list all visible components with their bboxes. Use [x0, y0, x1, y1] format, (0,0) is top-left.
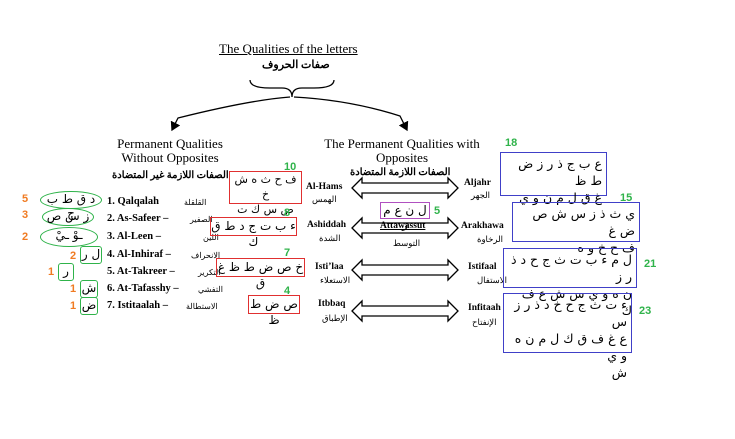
list-item-label: 2. As-Safeer –: [107, 213, 169, 224]
pair-left-letters: خ ص ض ط ظ غ ق: [216, 258, 305, 290]
right-heading: The Permanent Qualities with Opposites: [324, 136, 480, 165]
pair-left-letters: ص ض ط ظ: [248, 295, 300, 327]
pair-right-arabic: الرخاوة: [477, 234, 504, 244]
pair-left-letters: ف ح ث ه ش خ ص س ك ت: [229, 171, 302, 216]
pair-right-letters: ل م ء ب ت ث ج ح د ذ ر ز ن ه و ي س ش ع ف …: [503, 248, 637, 318]
pair-left-count: 10: [284, 161, 297, 173]
double-arrow-4: [351, 299, 459, 323]
list-item-count: 5: [22, 193, 29, 205]
list-item-arabic: الاستطالة: [186, 302, 218, 311]
arrow-left-branch: [170, 96, 291, 132]
list-item-arabic: التفشي: [198, 285, 223, 294]
list-item-count: 2: [22, 231, 29, 243]
pair-left-count: 8: [284, 207, 291, 219]
left-heading-arabic: الصفات اللازمة غير المتضادة: [112, 170, 229, 181]
list-item-letters: ش: [80, 280, 98, 298]
pair-left-arabic: الهمس: [312, 194, 337, 204]
pair-right-arabic: الاستفال: [477, 275, 507, 285]
pair-right-label: Infitaah: [468, 303, 501, 313]
list-item-count: 1: [70, 283, 77, 295]
pair-right-letters: ء ت ث ج ح خ د ذ ر ز س ع غ ف ق ك ل م ن ه …: [503, 293, 632, 380]
pair-right-arabic: الجهر: [471, 190, 491, 200]
list-item-letters: ـوْ ـيْ: [40, 227, 98, 247]
list-item-label: 4. Al-Inhiraf –: [107, 249, 171, 260]
list-item-letters: د ق ط ب ج: [40, 191, 102, 220]
list-item-letters: ر: [58, 263, 74, 281]
page-title: The Qualities of the letters: [219, 41, 358, 56]
list-item-count: 3: [22, 209, 29, 221]
list-item-label: 5. At-Takreer –: [107, 266, 175, 277]
pair-left-count: 7: [284, 247, 291, 259]
pair-middle-count: 5: [434, 205, 441, 217]
list-item-arabic: التكرير: [198, 268, 221, 277]
left-heading: Permanent Qualities Without Opposites: [117, 136, 223, 165]
pair-right-count: 21: [644, 258, 657, 270]
pair-left-label: Al-Hams: [306, 182, 343, 192]
right-heading-arabic: الصفات اللازمة المتضادة: [350, 167, 451, 178]
list-item-letters: ض: [80, 297, 98, 315]
pair-right-label: Aljahr: [464, 178, 491, 188]
pair-left-arabic: الإطباق: [322, 313, 348, 323]
pair-middle-arabic: التوسط: [393, 238, 421, 248]
pair-middle-letters: ل ن ع م ر: [380, 202, 430, 231]
pair-left-letters: ء ب ت ج د ط ق ك: [210, 217, 297, 249]
pair-left-count: 4: [284, 285, 291, 297]
list-item-letters: ز س ص: [42, 208, 94, 226]
arrow-right-branch: [293, 96, 409, 132]
list-item-arabic: الصفير: [190, 215, 213, 224]
pair-left-label: Isti’laa: [315, 262, 344, 272]
pair-right-label: Arakhawa: [461, 221, 504, 231]
double-arrow-3: [351, 258, 459, 282]
title-brace: [249, 79, 335, 98]
list-item-count: 2: [70, 250, 77, 262]
pair-right-count: 15: [620, 192, 633, 204]
pair-right-count: 18: [505, 137, 518, 149]
pair-right-arabic: الإنفتاح: [472, 317, 497, 327]
pair-left-arabic: الشدة: [319, 233, 341, 243]
pair-right-letters: ي ث ذ ز س ش ص ض غ ف ح خ و ه: [512, 202, 640, 255]
list-item-label: 6. At-Tafasshy –: [107, 283, 179, 294]
list-item-arabic: القلقلة: [184, 198, 207, 207]
list-item-label: 1. Qalqalah: [107, 196, 159, 207]
page-title-arabic: صفات الحروف: [262, 59, 330, 71]
pair-left-label: Ashiddah: [307, 220, 347, 230]
pair-left-arabic: الاستعلاء: [320, 275, 351, 285]
pair-right-letters: ع ب ج ذ ر ز ض ط ظ غ ق ل م ن و ي: [500, 152, 607, 205]
list-item-label: 7. Istitaalah –: [107, 300, 168, 311]
list-item-count: 1: [48, 266, 55, 278]
double-arrow-2: [351, 216, 459, 240]
list-item-arabic: الانحراف: [191, 251, 221, 260]
pair-left-label: Itbbaq: [318, 299, 346, 309]
pair-middle-label: Attawassut: [380, 221, 426, 231]
pair-right-label: Istifaal: [468, 262, 497, 272]
list-item-label: 3. Al-Leen –: [107, 231, 161, 242]
pair-right-count: 23: [639, 305, 652, 317]
list-item-arabic: اللين: [203, 233, 219, 242]
list-item-count: 1: [70, 300, 77, 312]
double-arrow-1: [351, 176, 459, 200]
list-item-letters: ل ر: [80, 246, 102, 264]
